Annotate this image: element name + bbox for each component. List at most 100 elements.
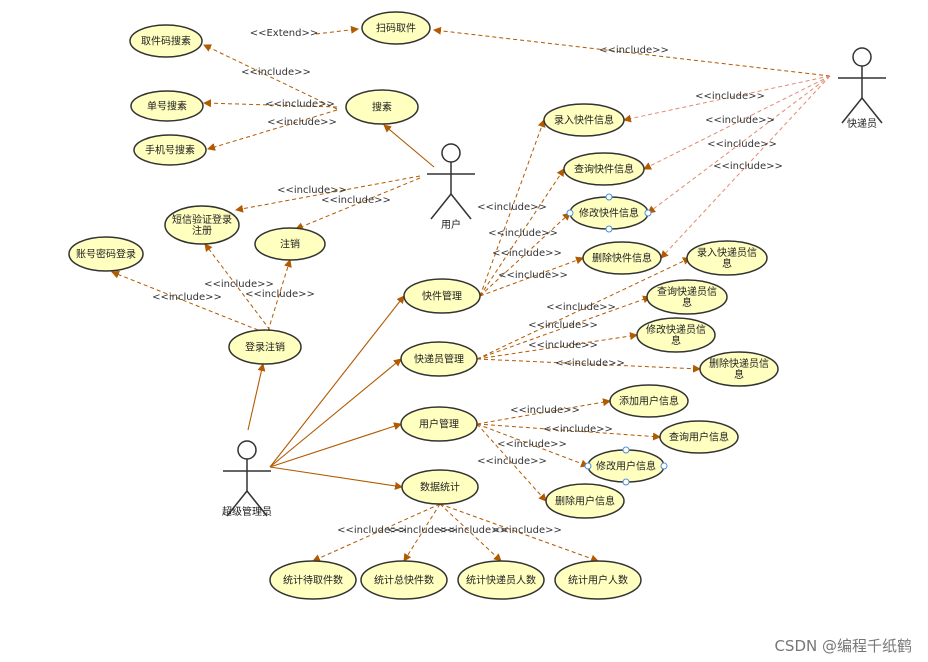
usecase-ellipse <box>269 560 357 600</box>
usecase-label: 扫码取件 <box>376 22 416 35</box>
include-relation-line <box>204 243 271 331</box>
usecase-label: 删除快递员信 <box>709 357 769 370</box>
usecase-ellipse <box>563 152 645 186</box>
usecase-ellipse <box>129 24 203 58</box>
selection-handle[interactable] <box>622 478 630 486</box>
usecase-stats: 数据统计 <box>401 469 479 505</box>
selection-handle[interactable] <box>605 225 613 233</box>
usecase-phone-search: 手机号搜素 <box>133 134 207 166</box>
usecase-ellipse <box>543 103 625 137</box>
usecase-label: 统计用户人数 <box>568 574 628 587</box>
relation-label: <<include>> <box>528 340 598 351</box>
actor-head <box>441 143 461 163</box>
usecase-del-user: 删除用户信息 <box>545 483 625 519</box>
usecase-label: 修改用户信息 <box>596 460 656 473</box>
relation-label: <<include>> <box>492 248 562 259</box>
usecase-label: 查询用户信息 <box>669 431 729 444</box>
usecase-ellipse <box>582 241 662 275</box>
usecase-ellipse <box>345 89 419 125</box>
relation-label: <<include>> <box>528 320 598 331</box>
usecase-ellipse <box>686 240 768 276</box>
usecase-label: 删除用户信息 <box>555 495 615 508</box>
usecase-logout: 注销 <box>254 227 326 261</box>
usecase-label: 账号密码登录 <box>76 248 136 261</box>
actor-label: 快递员 <box>847 117 877 130</box>
relation-label: <<include>> <box>497 439 567 450</box>
usecase-label: 短信验证登录 <box>172 213 232 226</box>
relations-layer <box>111 25 831 563</box>
include-relation-line <box>267 259 292 332</box>
include-relation-line <box>476 257 691 360</box>
usecase-ellipse <box>360 560 448 600</box>
relation-label: <<include>> <box>477 456 547 467</box>
include-relation-line <box>476 358 701 373</box>
include-relation-line <box>203 99 338 108</box>
relation-label: <<include>> <box>510 405 580 416</box>
relation-label: <<include>> <box>267 117 337 128</box>
labels-layer: <<Extend>><<include>><<include>><<includ… <box>152 28 912 655</box>
actor-right-leg <box>450 193 472 220</box>
actor-left-leg <box>226 490 248 517</box>
usecase-label: 单号搜素 <box>147 100 187 113</box>
usecase-stat-total: 统计总快件数 <box>360 560 448 600</box>
usecase-code-search: 取件码搜素 <box>129 24 203 58</box>
actor-admin: 超级管理员 <box>222 440 272 518</box>
usecase-pwd-login: 账号密码登录 <box>68 236 144 272</box>
usecase-stat-pickup: 统计待取件数 <box>269 560 357 600</box>
usecase-ellipse <box>609 384 689 418</box>
selection-handle[interactable] <box>566 209 574 217</box>
usecase-edit-pkg: 修改快件信息 <box>566 193 652 233</box>
usecase-label: 搜素 <box>372 101 392 114</box>
include-relation-line <box>476 332 638 360</box>
selection-handle[interactable] <box>644 209 652 217</box>
relation-label: <<include>> <box>555 358 625 369</box>
usecase-order-search: 单号搜素 <box>130 90 204 122</box>
usecase-label: 统计快递员人数 <box>466 574 536 587</box>
actor-head <box>237 440 257 460</box>
relation-label: <<include>> <box>152 292 222 303</box>
csdn-watermark: CSDN @编程千纸鹤 <box>774 637 912 655</box>
include-relation-line <box>476 423 589 468</box>
relation-label: <<include>> <box>477 202 547 213</box>
usecase-label: 快递员管理 <box>414 353 464 366</box>
usecase-label: 息 <box>682 296 692 309</box>
selection-handle[interactable] <box>605 193 613 201</box>
usecase-label: 统计总快件数 <box>374 574 434 587</box>
usecase-add-user: 添加用户信息 <box>609 384 689 418</box>
actor-user: 用户 <box>427 143 475 231</box>
usecase-cour-mgmt: 快递员管理 <box>400 341 478 377</box>
include-relation-line <box>647 75 831 214</box>
relation-label: <<include>> <box>321 195 391 206</box>
selection-handle[interactable] <box>622 446 630 454</box>
relation-label: <<include>> <box>546 302 616 313</box>
usecase-label: 息 <box>734 368 744 381</box>
relation-label: <<include>> <box>705 115 775 126</box>
selection-handle[interactable] <box>584 462 592 470</box>
relation-label: <<include>> <box>438 525 508 536</box>
actor-head <box>852 47 872 67</box>
actor-right-leg <box>861 97 883 124</box>
usecase-del-pkg: 删除快件信息 <box>582 241 662 275</box>
usecase-ellipse <box>400 341 478 377</box>
usecase-label: 修改快递员信 <box>646 323 706 336</box>
relation-label: <<include>> <box>241 67 311 78</box>
usecase-ellipse <box>646 279 728 315</box>
selection-handle[interactable] <box>660 462 668 470</box>
include-relation-line <box>295 177 421 231</box>
usecase-label: 录入快件信息 <box>554 114 614 127</box>
usecase-ellipse <box>457 560 545 600</box>
include-relation-line <box>111 270 259 331</box>
relation-label: <<include>> <box>543 424 613 435</box>
usecase-label: 注册 <box>192 224 212 237</box>
usecase-ellipse <box>636 317 716 353</box>
include-relation-line <box>476 423 661 441</box>
include-relation-line <box>476 423 547 502</box>
usecase-label: 息 <box>671 334 681 347</box>
association-line <box>269 466 403 490</box>
include-relation-line <box>476 295 651 360</box>
usecase-ellipse <box>400 406 478 442</box>
